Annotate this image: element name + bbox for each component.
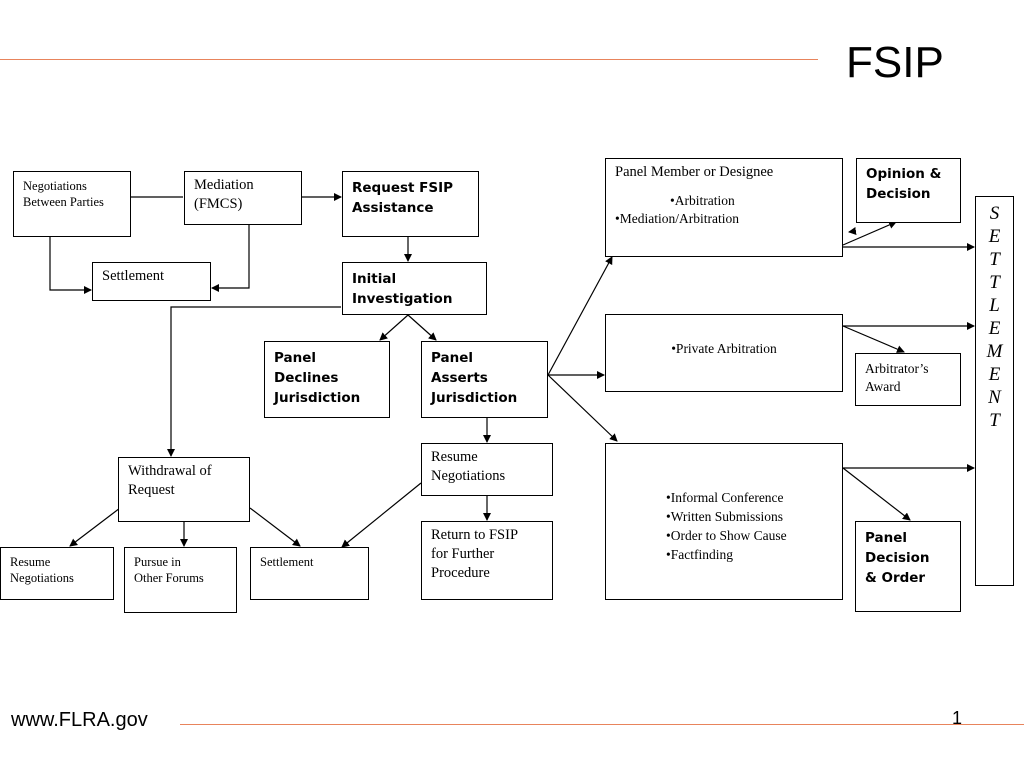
box-withdrawal: Withdrawal of Request (118, 457, 250, 522)
settlement-letter: T (989, 272, 1000, 293)
box-pursue-other-forums: Pursue in Other Forums (124, 547, 237, 613)
box-private-arbitration: •Private Arbitration (605, 314, 843, 392)
link-resume-settlement (341, 482, 422, 548)
box-panel-declines: Panel Declines Jurisdiction (264, 341, 390, 418)
box-panel-member: Panel Member or Designee •Arbitration •M… (605, 158, 843, 257)
procedure-item: •Order to Show Cause (666, 528, 787, 543)
link-opinion-back (848, 227, 857, 235)
procedure-item: •Informal Conference (666, 490, 784, 505)
header-rule (0, 59, 818, 60)
settlement-letter: L (989, 295, 1000, 316)
box-opinion-decision: Opinion & Decision (856, 158, 961, 223)
box-procedures: •Informal Conference •Written Submission… (605, 443, 843, 600)
settlement-letter: T (989, 249, 1000, 270)
link-panel-member-opinion (842, 221, 897, 246)
link-initial-withdrawal (167, 306, 341, 457)
link-withdrawal-settlement (249, 507, 301, 547)
link-procedures-decision (842, 467, 911, 521)
link-initial-declines (379, 314, 409, 341)
link-withdrawal-resume (69, 507, 121, 547)
page-title: FSIP (846, 38, 944, 87)
link-asserts-procedures (547, 374, 618, 442)
panel-member-heading: Panel Member or Designee (615, 164, 774, 180)
link-private-award (842, 325, 905, 353)
settlement-letter: T (989, 410, 1000, 431)
footer-rule (180, 724, 1024, 725)
box-request-fsip: Request FSIP Assistance (342, 171, 479, 237)
settlement-letter: S (989, 203, 1000, 224)
page-number: 1 (952, 708, 963, 728)
box-settlement-bottom: Settlement (250, 547, 369, 600)
box-resume-negotiations-mid: Resume Negotiations (421, 443, 553, 496)
settlement-letter: E (988, 364, 1001, 385)
box-panel-asserts: Panel Asserts Jurisdiction (421, 341, 548, 418)
box-resume-negotiations-bottom: Resume Negotiations (0, 547, 114, 600)
procedure-item: •Factfinding (666, 547, 733, 562)
panel-member-item: •Arbitration (670, 193, 735, 208)
settlement-letter: M (986, 341, 1003, 362)
link-mediation-settlement (211, 225, 250, 292)
link-initial-asserts (407, 314, 437, 341)
settlement-letter: E (988, 226, 1001, 247)
panel-member-item: •Mediation/Arbitration (615, 211, 739, 226)
settlement-letter: E (988, 318, 1001, 339)
procedure-item: •Written Submissions (666, 509, 784, 524)
box-initial-investigation: Initial Investigation (342, 262, 487, 315)
settlement-column: S E T T L E M E N T (975, 196, 1014, 586)
footer-url[interactable]: www.FLRA.gov (11, 709, 148, 731)
box-arbitrators-award: Arbitrator’s Award (855, 353, 961, 406)
link-negotiations-settlement (49, 237, 92, 294)
box-return-to-fsip: Return to FSIP for Further Procedure (421, 521, 553, 600)
box-mediation: Mediation (FMCS) (184, 171, 302, 225)
link-asserts-panel-member (547, 256, 613, 376)
box-settlement-top: Settlement (92, 262, 211, 301)
box-panel-decision-order: Panel Decision & Order (855, 521, 961, 612)
box-negotiations: Negotiations Between Parties (13, 171, 131, 237)
settlement-letter: N (988, 387, 1001, 408)
